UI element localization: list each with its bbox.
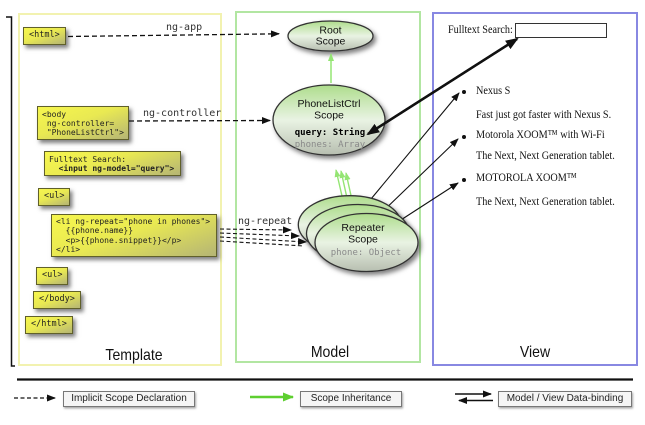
phonelistctrl-scope-ellipse: [272, 84, 386, 156]
model-column-label: Model: [310, 344, 350, 361]
legend-model-view-binding: Model / View Data-binding: [498, 391, 632, 407]
ng-repeat-arrow-3: [219, 236, 307, 246]
root-scope-ellipse: [287, 20, 374, 52]
binding-line-item1: [365, 92, 460, 206]
code-chip-html-open: <html>: [23, 27, 66, 45]
ng-controller-label: ng-controller: [143, 108, 222, 119]
view-column-label: View: [519, 344, 551, 361]
ng-repeat-arrow-4: [219, 240, 305, 247]
view-item-desc: Fast just got faster with Nexus S.: [476, 107, 612, 121]
phonelist-scope-label-2: Scope: [314, 110, 344, 122]
phonelist-scope-label-1: PhoneListCtrl: [297, 98, 360, 110]
bullet-icon: [462, 135, 466, 139]
ng-controller-arrow: [128, 117, 271, 125]
root-scope-label-2: Scope: [316, 36, 346, 48]
code-chip-html-close: </html>: [25, 316, 73, 334]
bullet-icon: [462, 90, 466, 94]
view-item-title: Nexus S: [476, 83, 511, 97]
code-chip-ul-close: <ul>: [36, 267, 69, 285]
template-column-label: Template: [105, 347, 163, 364]
repeater-scope-ellipse-front: [314, 212, 419, 273]
code-chip-fulltext-input: Fulltext Search: <input ng-model="query"…: [44, 151, 182, 176]
phonelist-phones-prop: phones: Array: [295, 140, 366, 150]
code-chip-ul-open: <ul>: [38, 188, 71, 206]
ng-repeat-arrow-1: [219, 226, 292, 234]
ng-repeat-arrow-2: [219, 232, 300, 240]
query-binding-arrow-tail: [366, 37, 518, 136]
inheritance-arrow-repeater-2: [339, 170, 348, 199]
view-search-label: Fulltext Search:: [448, 22, 513, 36]
view-item-desc: The Next, Next Generation tablet.: [476, 148, 615, 162]
model-column-box: [235, 11, 421, 363]
ng-app-label: ng-app: [166, 22, 203, 33]
bullet-icon: [462, 178, 466, 182]
binding-line-item2: [377, 138, 459, 217]
repeater-scope-label-1: Repeater: [341, 222, 385, 234]
view-item-title: MOTOROLA XOOM™: [476, 170, 577, 184]
code-chip-body-close: </body>: [33, 291, 81, 309]
ng-repeat-label: ng-repeat: [238, 216, 293, 227]
ng-app-arrow: [67, 30, 280, 38]
inheritance-arrow-repeater-1: [334, 169, 343, 197]
view-item-desc: The Next, Next Generation tablet.: [476, 194, 615, 208]
view-search-input[interactable]: [515, 23, 607, 38]
view-item-title: Motorola XOOM™ with Wi-Fi: [476, 127, 605, 141]
phonelist-query-prop: query: String: [295, 127, 365, 138]
left-bracket-line: [6, 16, 15, 367]
legend-scope-inheritance: Scope Inheritance: [300, 391, 402, 407]
legend-implicit-scope-declaration: Implicit Scope Declaration: [63, 391, 195, 407]
root-scope-label-1: Root: [319, 25, 341, 37]
repeater-scope-label-2: Scope: [348, 234, 378, 246]
code-chip-body-open: <body ng-controller= "PhoneListCtrl">: [37, 106, 129, 140]
code-chip-li-repeat: <li ng-repeat="phone in phones"> {{phone…: [51, 214, 218, 258]
repeater-phone-prop: phone: Object: [331, 248, 401, 258]
